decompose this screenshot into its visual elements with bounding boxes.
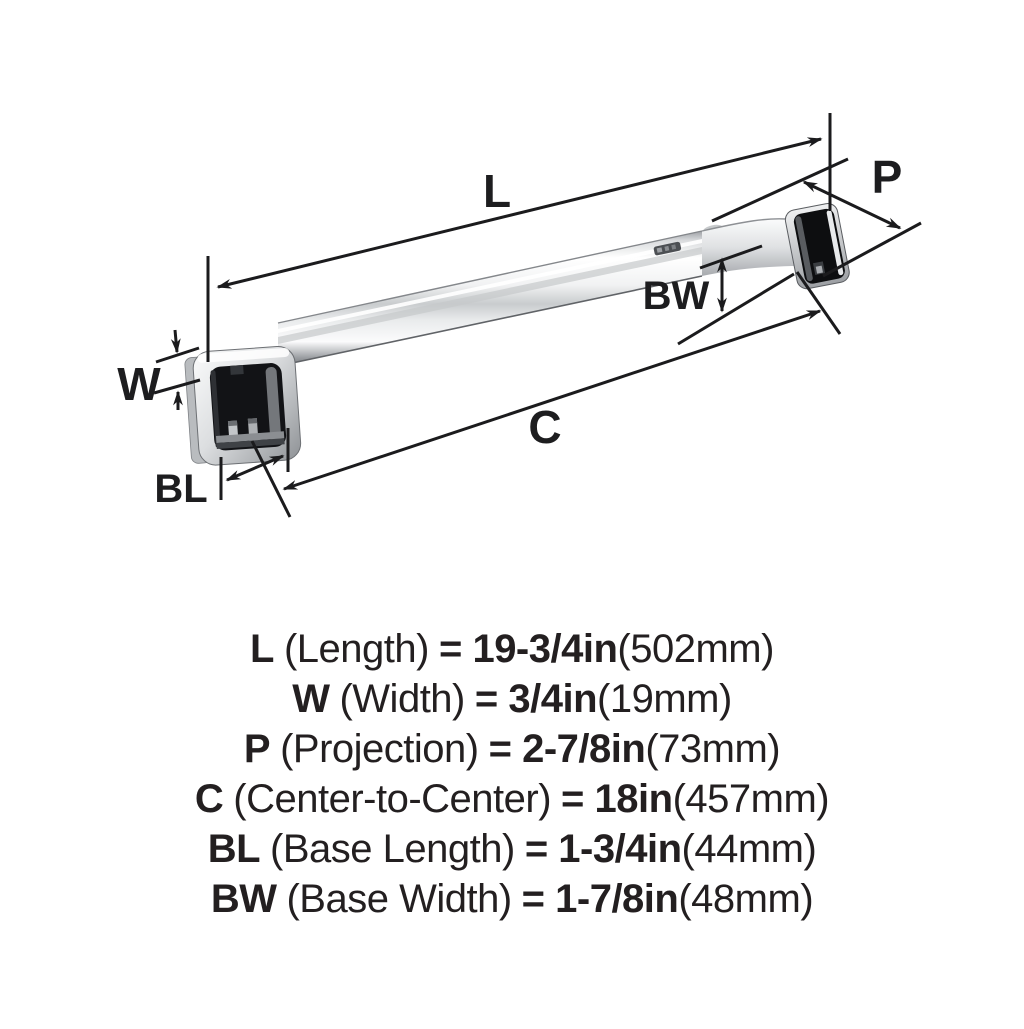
dim-label-c: C (528, 401, 561, 453)
right-base-post (784, 203, 850, 290)
spec-value-metric: (19mm) (597, 677, 732, 721)
left-base-post (184, 346, 302, 466)
spec-value-imperial: = 19-3/4in (438, 627, 618, 671)
dimension-annotations (153, 113, 922, 518)
dimension-projection (711, 157, 922, 278)
spec-value-metric: (44mm) (681, 827, 817, 871)
spec-name: (Length) (283, 627, 429, 671)
extension-line-bw-upper (699, 244, 763, 270)
dim-label-p: P (872, 151, 903, 203)
extension-line-c-right (795, 271, 842, 335)
spec-code: C (194, 777, 224, 821)
spec-row-center-to-center: C(Center-to-Center)= 18in(457mm) (0, 774, 1024, 824)
spec-value-imperial: = 1-3/4in (524, 827, 682, 871)
spec-value-imperial: = 2-7/8in (488, 727, 646, 771)
spec-row-length: L(Length)= 19-3/4in(502mm) (0, 624, 1024, 674)
spec-code: P (243, 727, 271, 771)
arrow-w-upper (170, 329, 181, 354)
dimension-line-l (216, 137, 823, 289)
spec-name: (Base Length) (270, 827, 515, 871)
spec-value-metric: (48mm) (678, 877, 814, 921)
spec-value-metric: (73mm) (645, 727, 781, 771)
tick-line-w-lower (153, 378, 201, 395)
spec-row-width: W(Width)= 3/4in(19mm) (0, 674, 1024, 724)
dimension-line-bl (225, 454, 285, 482)
spec-value-metric: (457mm) (672, 777, 830, 821)
dim-label-bw: BW (643, 274, 710, 318)
left-base-bottom-rail (215, 431, 285, 444)
spec-row-projection: P(Projection)= 2-7/8in(73mm) (0, 724, 1024, 774)
spec-value-metric: (502mm) (617, 627, 774, 671)
spec-list: L(Length)= 19-3/4in(502mm) W(Width)= 3/4… (0, 624, 1024, 924)
tick-line-w-upper (155, 346, 200, 364)
tube-core-reflection (278, 247, 702, 344)
spec-name: (Base Width) (286, 877, 512, 921)
dim-label-w: W (117, 358, 161, 410)
spec-name: (Projection) (280, 727, 479, 771)
extension-line-p-upper (711, 157, 849, 223)
spec-code: W (292, 677, 330, 721)
spec-value-imperial: = 18in (561, 777, 673, 821)
dimension-line-c (282, 309, 822, 491)
spec-row-base-width: BW(Base Width)= 1-7/8in(48mm) (0, 874, 1024, 924)
spec-value-imperial: = 1-7/8in (521, 877, 679, 921)
spec-code: L (250, 627, 274, 671)
dim-label-bl: BL (154, 467, 207, 511)
spec-code: BL (207, 827, 261, 871)
dimension-line-p (802, 180, 902, 230)
dim-label-l: L (483, 165, 511, 217)
dimension-width (153, 329, 201, 410)
spec-value-imperial: = 3/4in (474, 677, 598, 721)
spec-row-base-length: BL(Base Length)= 1-3/4in(44mm) (0, 824, 1024, 874)
spec-code: BW (210, 877, 277, 921)
extension-line-p-lower (822, 221, 922, 278)
dimension-base-length (219, 428, 290, 500)
spec-name: (Center-to-Center) (233, 777, 552, 821)
spec-name: (Width) (339, 677, 465, 721)
